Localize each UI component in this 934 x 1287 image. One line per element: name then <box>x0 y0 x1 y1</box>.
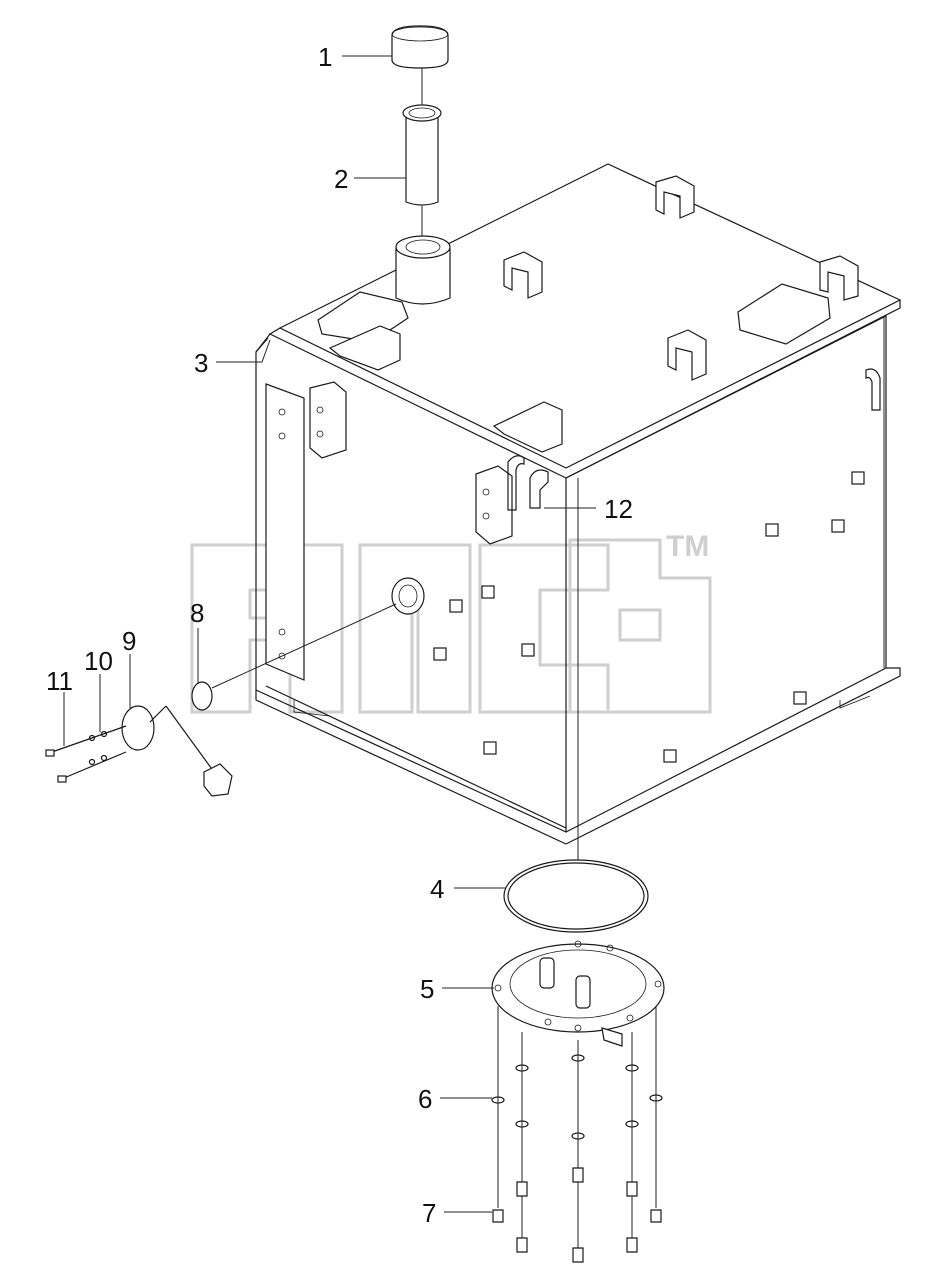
callout-leaders <box>129 55 596 1213</box>
part-4-o-ring <box>503 859 649 933</box>
part-5-bottom-cover <box>491 940 665 1047</box>
part-6-washers <box>491 1006 663 1252</box>
callout-3: 3 <box>194 348 208 378</box>
callout-1: 1 <box>318 42 332 72</box>
callout-7: 7 <box>422 1198 436 1228</box>
part-1-filler-cap <box>391 25 449 69</box>
part-2-filler-strainer <box>402 68 442 236</box>
part-9-level-sender <box>121 705 233 797</box>
part-10-lock-washers <box>88 674 108 766</box>
callout-8: 8 <box>190 598 204 628</box>
part-11-screws <box>45 692 127 783</box>
callout-2: 2 <box>334 164 348 194</box>
callout-5: 5 <box>420 974 434 1004</box>
callout-4: 4 <box>430 874 444 904</box>
part-8-seal-ring <box>191 603 397 711</box>
callout-11: 11 <box>46 666 73 696</box>
watermark-trademark: TM <box>666 530 709 563</box>
part-3-hydraulic-tank <box>255 163 902 860</box>
callout-12: 12 <box>604 494 633 524</box>
part-7-bolts <box>492 1167 662 1263</box>
callout-6: 6 <box>418 1084 432 1114</box>
callout-9: 9 <box>122 626 136 656</box>
callout-10: 10 <box>84 646 113 676</box>
